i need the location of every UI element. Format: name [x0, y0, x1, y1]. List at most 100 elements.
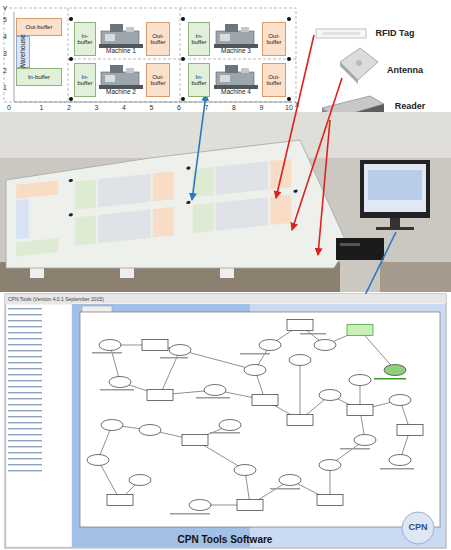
petri-net-place: [87, 340, 411, 511]
lab-photo: [270, 195, 291, 225]
petri-net-place: [289, 355, 311, 366]
in-buffer-box: In-buffer: [188, 63, 210, 97]
floor-plan-frame: [68, 8, 69, 102]
axis-tick: 3: [3, 50, 7, 57]
petri-net-inscription: [340, 448, 370, 450]
floor-plan-frame: [14, 12, 15, 102]
reference-dot: [181, 97, 185, 101]
cpn-tools-window: [6, 304, 72, 547]
node-label: Out-buffer: [147, 74, 169, 87]
petri-net-place: [219, 420, 241, 431]
lab-photo: [0, 112, 451, 292]
petri-net-inscription: [170, 513, 210, 515]
petri-net-transition: [182, 435, 208, 446]
reference-dot: [287, 97, 291, 101]
petri-net-inscription: [100, 389, 134, 391]
device-label: RFID Tag: [376, 29, 415, 38]
lab-photo: [16, 180, 58, 198]
petri-net-place: [314, 340, 336, 351]
lab-photo: [69, 213, 73, 217]
floor-plan-frame: [4, 8, 296, 102]
cpn-tools-window: [402, 512, 434, 544]
petri-net-place: [349, 375, 371, 386]
petri-net-place: [244, 365, 266, 376]
warehouse-box: Warehouse: [16, 36, 30, 68]
antenna-picture: [356, 60, 362, 66]
axis-tick: 4: [122, 104, 126, 111]
lab-photo: [216, 161, 268, 195]
reference-dot: [181, 17, 185, 21]
petri-net-inscription: [374, 378, 406, 380]
petri-net-place: [87, 455, 109, 466]
out-buffer-box: Out-buffer: [262, 22, 286, 56]
pointer-arrow: [192, 94, 206, 200]
petri-net-place: [319, 390, 341, 401]
lab-photo: [30, 268, 44, 278]
axis-tick: 1: [3, 84, 7, 91]
node-label: Out-buffer: [263, 74, 285, 87]
machine-picture: [99, 24, 258, 89]
axis-tick: 10: [285, 104, 293, 111]
axis-tick: 7: [205, 104, 209, 111]
petri-net-place: [189, 500, 211, 511]
lab-photo: [186, 201, 190, 205]
axis-tick: 6: [177, 104, 181, 111]
antenna-picture: [340, 48, 378, 80]
petri-net-inscription: [92, 333, 414, 515]
pointer-arrow: [192, 35, 396, 334]
lab-photo: [340, 243, 360, 246]
in-buffer-box: In-buffer: [16, 68, 62, 86]
lab-photo: [6, 140, 348, 268]
lab-photo: [336, 238, 384, 260]
petri-net-transition: [397, 425, 423, 436]
axis-tick: 5: [150, 104, 154, 111]
lab-photo: [153, 171, 174, 201]
petri-net-place: [204, 385, 226, 396]
node-label: Out-buffer: [147, 33, 169, 46]
petri-net-transition: [317, 495, 343, 506]
out-buffer-box: Out-buffer: [146, 63, 170, 97]
petri-net-place: [389, 395, 411, 406]
in-buffer-box: In-buffer: [74, 22, 96, 56]
machine-picture: [99, 65, 143, 89]
rfid-tag-picture: [316, 29, 366, 38]
reference-dot: [69, 57, 73, 61]
lab-photo: [376, 227, 414, 230]
lab-photo: [75, 179, 96, 209]
petri-net-inscription: [240, 353, 270, 355]
software-logo: CPN: [408, 523, 427, 532]
cpn-tools-window: [5, 294, 446, 548]
machine-box: Machine 2: [96, 63, 146, 97]
petri-net-place: [101, 420, 123, 431]
rfid-tag-picture: [316, 29, 366, 38]
cpn-tools-window: [8, 308, 68, 476]
petri-net-place: [259, 340, 281, 351]
petri-net-transition: [107, 495, 133, 506]
petri-net-inscription: [210, 432, 240, 434]
petri-net-transition: [107, 320, 423, 511]
petri-net-transition: [252, 395, 278, 406]
axis-tick: 5: [3, 16, 7, 23]
node-label: In-buffer: [75, 74, 95, 87]
petri-net-place: [319, 460, 341, 471]
petri-net-place: [384, 365, 406, 376]
petri-net-inscription: [380, 468, 414, 470]
node-label: In-buffer: [28, 74, 50, 80]
machine-box: Machine 3: [210, 22, 262, 56]
out-buffer-box: Out-buffer: [262, 63, 286, 97]
node-label: Out-buffer: [26, 24, 53, 30]
lab-photo: [380, 262, 451, 292]
petri-net-inscription: [270, 488, 300, 490]
reference-dot: [69, 17, 291, 101]
node-label: In-buffer: [189, 33, 209, 46]
axis-tick: 2: [67, 104, 71, 111]
cpn-tools-window: [5, 294, 446, 303]
lab-photo: [0, 112, 451, 292]
petri-net-transition: [147, 390, 173, 401]
lab-photo: [390, 218, 400, 228]
petri-net-arc: [98, 325, 410, 505]
petri-net-place: [99, 340, 121, 351]
axis-tick: 1: [40, 104, 44, 111]
